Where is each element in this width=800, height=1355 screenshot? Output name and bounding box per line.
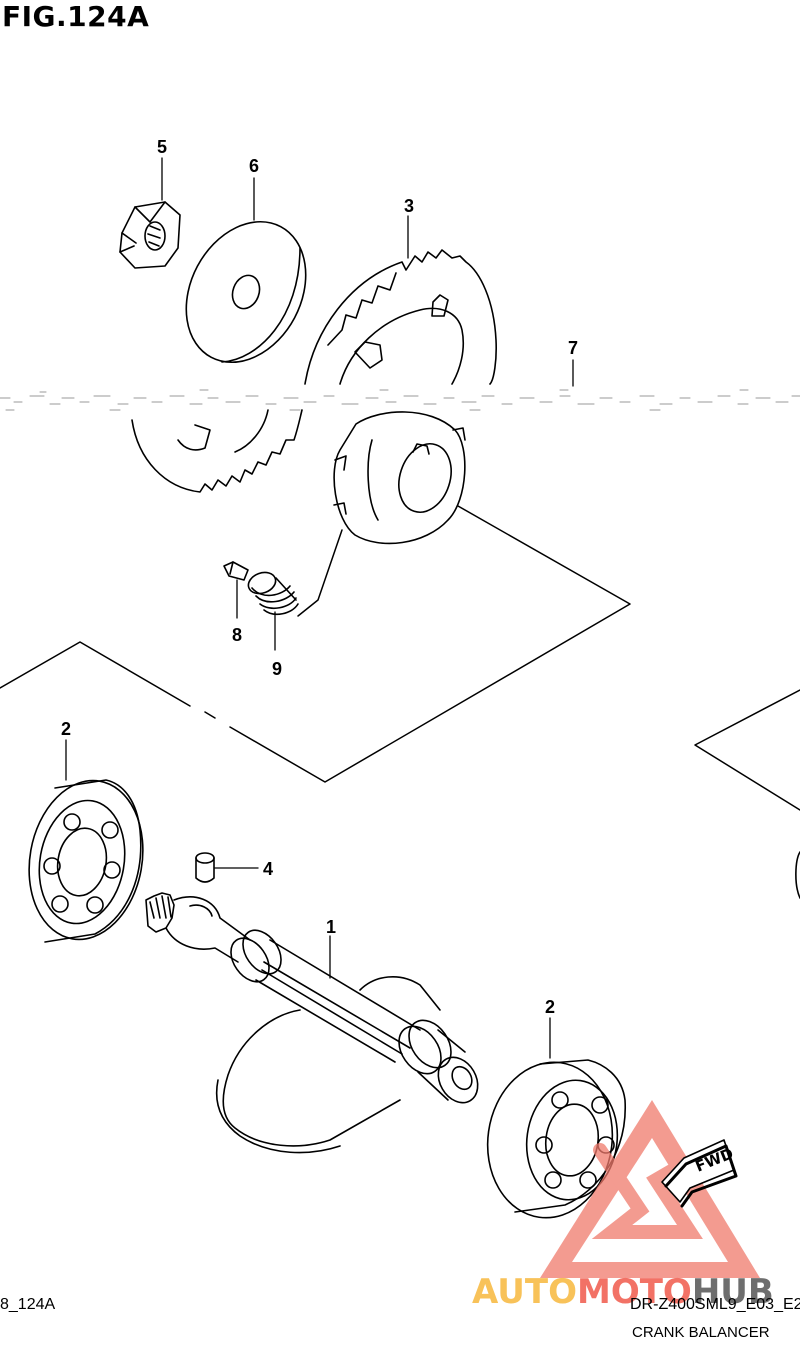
scan-noise-band bbox=[0, 389, 800, 411]
partial-part-edge bbox=[795, 851, 800, 899]
balancer-gear-part-3[interactable] bbox=[304, 249, 497, 385]
section-name: CRANK BALANCER bbox=[632, 1324, 770, 1341]
hex-nut-part-5[interactable] bbox=[119, 201, 181, 269]
callout-3: 3 bbox=[404, 196, 414, 216]
figure-code: 8_124A bbox=[0, 1296, 56, 1313]
callout-6: 6 bbox=[249, 156, 259, 176]
figure-title: FIG.124A bbox=[2, 0, 150, 33]
assembly-boundary-lines bbox=[0, 505, 800, 811]
leader-lines bbox=[65, 157, 574, 1059]
dowel-pin-part-8[interactable] bbox=[223, 561, 249, 581]
callout-1: 1 bbox=[326, 917, 336, 937]
washer-part-6[interactable] bbox=[163, 201, 330, 383]
watermark-text: AUTOMOTOHUB bbox=[472, 1272, 774, 1312]
balancer-gear-lower bbox=[131, 409, 303, 493]
fwd-direction-arrow: FWD bbox=[661, 1139, 738, 1208]
balancer-shaft-part-1[interactable] bbox=[145, 892, 486, 1154]
callout-2-left: 2 bbox=[61, 719, 71, 739]
spring-part-9[interactable] bbox=[245, 569, 299, 616]
part-number-callouts: 1 2 2 3 4 5 6 7 8 9 bbox=[61, 137, 578, 1017]
callout-9: 9 bbox=[272, 659, 282, 679]
callout-4: 4 bbox=[263, 859, 273, 879]
callout-2-right: 2 bbox=[545, 997, 555, 1017]
callout-5: 5 bbox=[157, 137, 167, 157]
key-pin-part-4[interactable] bbox=[195, 852, 215, 883]
balancer-hub-part-7[interactable] bbox=[333, 411, 466, 545]
callout-8: 8 bbox=[232, 625, 242, 645]
bearing-part-2-left[interactable] bbox=[17, 771, 155, 948]
model-code: DR-Z400SML9_E03_E2 bbox=[630, 1296, 800, 1313]
callout-7: 7 bbox=[568, 338, 578, 358]
watermark-logo bbox=[540, 1100, 760, 1278]
